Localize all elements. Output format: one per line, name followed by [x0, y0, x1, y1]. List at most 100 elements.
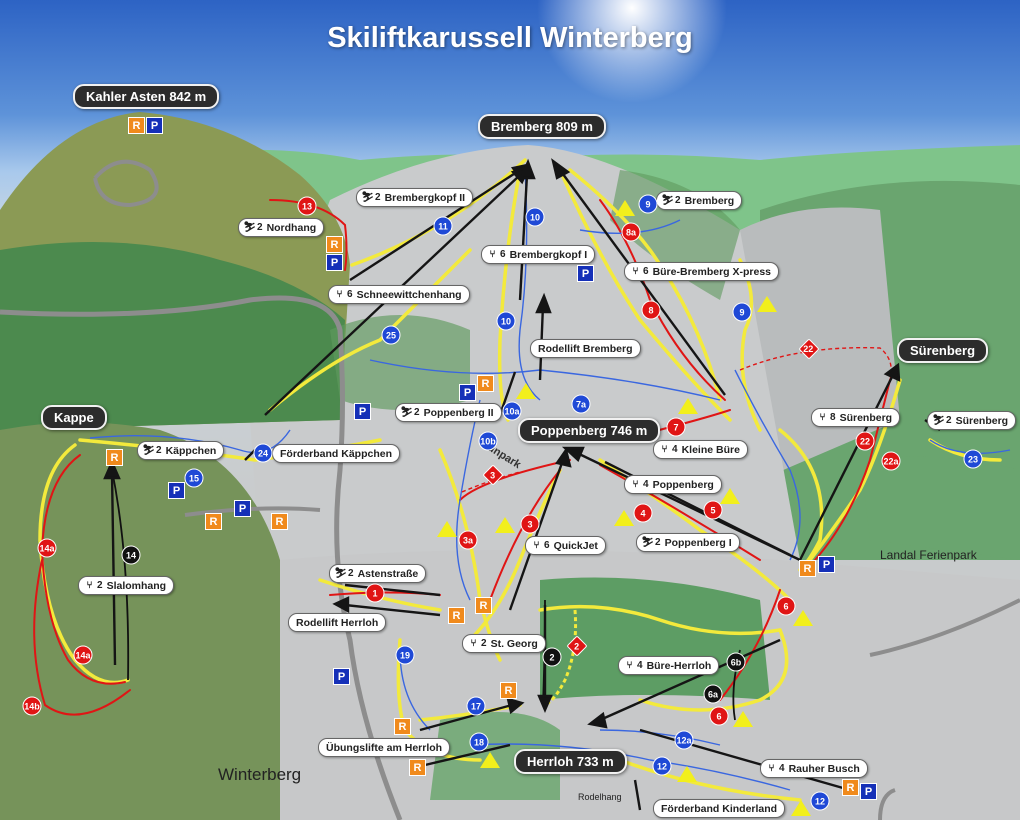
- slope-number-blue[interactable]: 10: [496, 311, 516, 331]
- restaurant-icon[interactable]: R: [326, 236, 343, 253]
- slope-number-blue[interactable]: 18: [469, 732, 489, 752]
- red-slope-line: [719, 589, 781, 701]
- label-rodellift-herrloh[interactable]: Rodellift Herrloh: [288, 613, 387, 632]
- slope-number-blue[interactable]: 23: [963, 449, 983, 469]
- label-forderband-kappchen[interactable]: Förderband Käppchen: [272, 444, 401, 463]
- slope-number-red[interactable]: 14a: [73, 645, 93, 665]
- snow-park-icon[interactable]: [480, 752, 500, 768]
- restaurant-icon[interactable]: R: [394, 718, 411, 735]
- restaurant-icon[interactable]: R: [106, 449, 123, 466]
- snow-park-icon[interactable]: [516, 383, 536, 399]
- slope-number-red[interactable]: 1: [365, 583, 385, 603]
- parking-icon[interactable]: P: [577, 265, 594, 282]
- restaurant-icon[interactable]: R: [448, 607, 465, 624]
- snow-park-icon[interactable]: [733, 711, 753, 727]
- restaurant-icon[interactable]: R: [128, 117, 145, 134]
- slope-number-red[interactable]: 3: [520, 514, 540, 534]
- slope-number-red[interactable]: 6: [776, 596, 796, 616]
- slope-number-red[interactable]: 14b: [22, 696, 42, 716]
- parking-icon[interactable]: P: [326, 254, 343, 271]
- label-ubungslifte[interactable]: Übungslifte am Herrloh: [318, 738, 451, 757]
- slope-number-blue[interactable]: 10a: [502, 401, 522, 421]
- snow-park-icon[interactable]: [757, 296, 777, 312]
- parking-icon[interactable]: P: [234, 500, 251, 517]
- snow-park-icon[interactable]: [678, 398, 698, 414]
- parking-icon[interactable]: P: [459, 384, 476, 401]
- restaurant-icon[interactable]: R: [799, 560, 816, 577]
- slope-number-blue[interactable]: 7a: [571, 394, 591, 414]
- slope-number-red[interactable]: 8a: [621, 222, 641, 242]
- label-rodellift-bremberg[interactable]: Rodellift Bremberg: [530, 339, 641, 358]
- slope-number-blue[interactable]: 12: [652, 756, 672, 776]
- slope-number-blue[interactable]: 17: [466, 696, 486, 716]
- slope-number-red[interactable]: 22a: [881, 451, 901, 471]
- parking-icon[interactable]: P: [333, 668, 350, 685]
- slope-number-black[interactable]: 6a: [703, 684, 723, 704]
- snow-park-icon[interactable]: [677, 766, 697, 782]
- slope-number-red[interactable]: 14a: [37, 538, 57, 558]
- slope-number-red[interactable]: 4: [633, 503, 653, 523]
- restaurant-icon[interactable]: R: [271, 513, 288, 530]
- slope-number-blue[interactable]: 10b: [478, 431, 498, 451]
- parking-icon[interactable]: P: [860, 783, 877, 800]
- parking-icon[interactable]: P: [818, 556, 835, 573]
- restaurant-icon[interactable]: R: [205, 513, 222, 530]
- slope-number-black[interactable]: 2: [542, 647, 562, 667]
- slope-number-red[interactable]: 22: [855, 431, 875, 451]
- slope-number-red[interactable]: 8: [641, 300, 661, 320]
- snow-park-icon[interactable]: [495, 517, 515, 533]
- slope-number-red[interactable]: 5: [703, 500, 723, 520]
- slope-number-red[interactable]: 13: [297, 196, 317, 216]
- slope-number-black[interactable]: 14: [121, 545, 141, 565]
- parking-icon[interactable]: P: [354, 403, 371, 420]
- snow-park-icon[interactable]: [720, 488, 740, 504]
- parking-icon[interactable]: P: [146, 117, 163, 134]
- slope-number-blue[interactable]: 15: [184, 468, 204, 488]
- snow-park-icon[interactable]: [793, 610, 813, 626]
- slope-number-red[interactable]: 6: [709, 706, 729, 726]
- slope-number-blue[interactable]: 9: [638, 194, 658, 214]
- slope-number-blue[interactable]: 19: [395, 645, 415, 665]
- restaurant-icon[interactable]: R: [477, 375, 494, 392]
- slope-number-blue[interactable]: 12a: [674, 730, 694, 750]
- restaurant-icon[interactable]: R: [500, 682, 517, 699]
- slope-number-blue[interactable]: 12: [810, 791, 830, 811]
- slope-number-blue[interactable]: 24: [253, 443, 273, 463]
- snow-park-icon[interactable]: [791, 800, 811, 816]
- slope-number-red[interactable]: 7: [666, 417, 686, 437]
- slope-number-blue[interactable]: 9: [732, 302, 752, 322]
- restaurant-icon[interactable]: R: [475, 597, 492, 614]
- restaurant-icon[interactable]: R: [842, 779, 859, 796]
- slope-number-blue[interactable]: 10: [525, 207, 545, 227]
- snow-park-icon[interactable]: [615, 200, 635, 216]
- parking-icon[interactable]: P: [168, 482, 185, 499]
- slope-number-blue[interactable]: 25: [381, 325, 401, 345]
- slope-number-black[interactable]: 6b: [726, 652, 746, 672]
- slope-number-blue[interactable]: 11: [433, 216, 453, 236]
- restaurant-icon[interactable]: R: [409, 759, 426, 776]
- label-forderband-kinderland[interactable]: Förderband Kinderland: [653, 799, 786, 818]
- snow-park-icon[interactable]: [437, 521, 457, 537]
- chairlift-icon: ⑂: [470, 638, 477, 649]
- snow-park-icon[interactable]: [614, 510, 634, 526]
- slope-number-red[interactable]: 3a: [458, 530, 478, 550]
